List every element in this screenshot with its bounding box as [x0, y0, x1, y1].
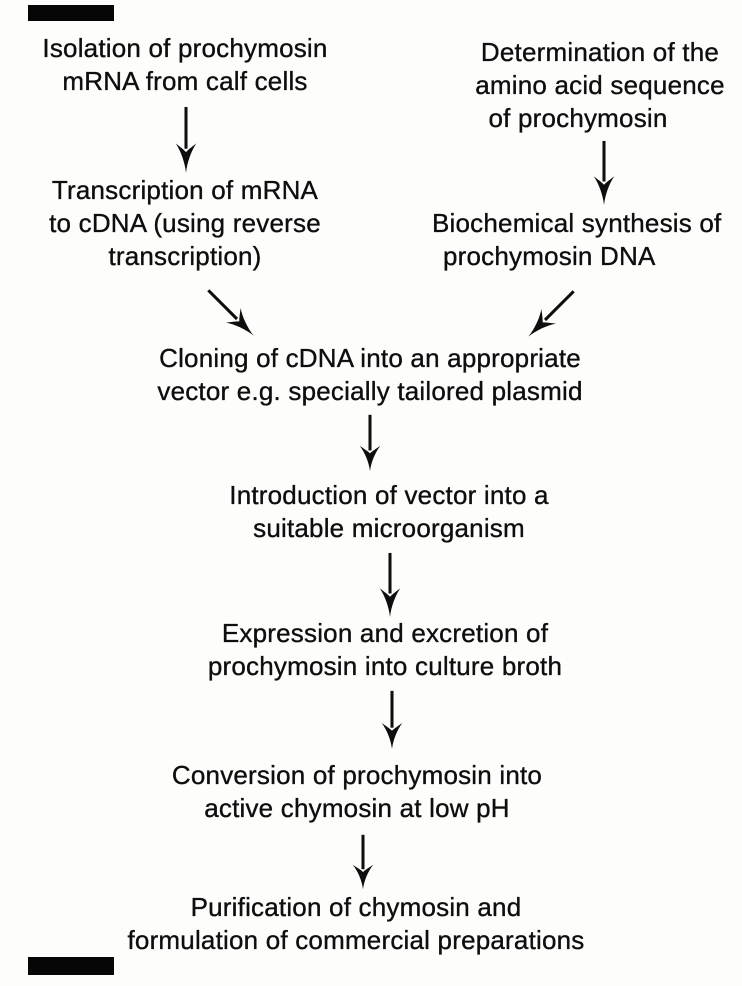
node-text-line: to cDNA (using reverse [49, 208, 321, 238]
node-text-line: formulation of commercial preparations [127, 925, 585, 955]
arrow-down-icon-determination-to-biochemical [593, 140, 615, 206]
node-expression-excretion: Expression and excretion of prochymosin … [145, 617, 625, 683]
node-transcription-cdna: Transcription of mRNA to cDNA (using rev… [15, 174, 355, 273]
node-text-line: Biochemical synthesis of [432, 208, 722, 238]
node-text-line: amino acid sequence [475, 70, 725, 100]
node-isolation-mrna: Isolation of prochymosin mRNA from calf … [15, 32, 355, 98]
node-determination-sequence: Determination of the amino acid sequence… [450, 36, 742, 135]
node-text-line: of prochymosin [488, 103, 668, 133]
node-text-line: transcription) [108, 241, 262, 271]
node-text-line: Conversion of prochymosin into [171, 760, 543, 790]
node-text-line: Purification of chymosin and [190, 892, 522, 922]
node-biochemical-synthesis: Biochemical synthesis of prochymosin DNA [432, 207, 742, 273]
arrow-down-icon-isolation-to-transcription [175, 106, 197, 174]
scan-artifact-bar-top [28, 5, 114, 21]
node-text-line: Isolation of prochymosin [42, 33, 328, 63]
node-text-line: Determination of the [480, 37, 720, 67]
node-text-line: prochymosin DNA [443, 241, 656, 271]
arrow-diagonal-icon-transcription-to-cloning [207, 289, 254, 336]
node-text-line: prochymosin into culture broth [207, 651, 563, 681]
node-text-line: suitable microorganism [253, 513, 525, 543]
scan-artifact-bar-bottom [28, 957, 114, 975]
node-text-line: Expression and excretion of [221, 618, 549, 648]
node-text-line: Transcription of mRNA [51, 175, 319, 205]
arrow-down-icon-cloning-to-introduction [359, 414, 381, 472]
arrow-down-icon-conversion-to-purification [352, 834, 374, 890]
node-text-line: Introduction of vector into a [229, 480, 549, 510]
arrow-diagonal-icon-biochemical-to-cloning [528, 290, 575, 337]
node-text-line: active chymosin at low pH [204, 793, 510, 823]
node-introduction-microorganism: Introduction of vector into a suitable m… [179, 479, 599, 545]
node-text-line: vector e.g. specially tailored plasmid [157, 376, 583, 406]
node-conversion-chymosin: Conversion of prochymosin into active ch… [117, 759, 597, 825]
node-cloning-vector: Cloning of cDNA into an appropriate vect… [110, 342, 630, 408]
node-purification-formulation: Purification of chymosin and formulation… [96, 891, 616, 957]
arrow-down-icon-expression-to-conversion [381, 690, 403, 750]
node-text-line: Cloning of cDNA into an appropriate [159, 343, 581, 373]
node-text-line: mRNA from calf cells [62, 66, 308, 96]
arrow-down-icon-introduction-to-expression [379, 552, 401, 618]
